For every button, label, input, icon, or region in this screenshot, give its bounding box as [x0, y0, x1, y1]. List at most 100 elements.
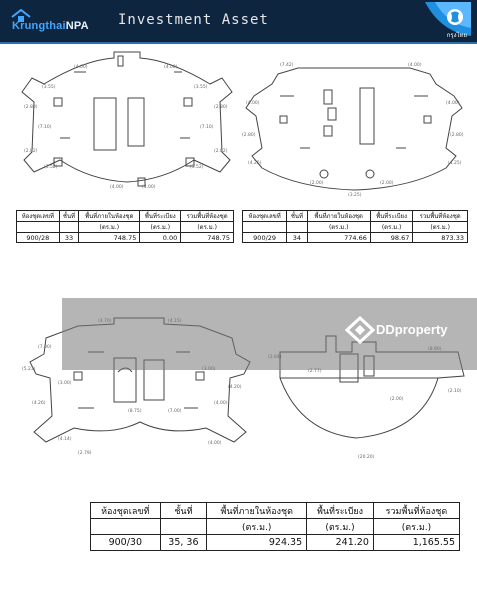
floor-value: 34 — [286, 232, 308, 243]
svg-text:(8.75): (8.75) — [128, 408, 142, 414]
svg-text:(20.20): (20.20) — [358, 454, 375, 460]
table-units-row: (ตร.ม.) (ตร.ม.) (ตร.ม.) — [90, 518, 461, 535]
svg-text:(4.25): (4.25) — [448, 160, 462, 166]
unit-sqm: (ตร.ม.) — [180, 221, 234, 233]
bank-name-label: กรุงไทย — [446, 32, 467, 39]
header-unit-no: ห้องชุดเลขที่ — [90, 502, 161, 519]
unit-blank — [58, 221, 80, 233]
svg-text:(7.10): (7.10) — [200, 124, 214, 130]
svg-text:(5.23): (5.23) — [22, 366, 36, 372]
krungthai-npa-logo: KrungthaiNPA — [8, 8, 96, 36]
total-area-value: 873.33 — [412, 232, 468, 243]
unit-no-value: 900/29 — [241, 232, 288, 243]
svg-text:(4.00): (4.00) — [110, 184, 124, 190]
svg-text:(3.00): (3.00) — [58, 380, 72, 386]
table-units-row: (ตร.ม.) (ตร.ม.) (ตร.ม.) — [241, 221, 468, 233]
krungthai-bank-logo-icon — [425, 2, 471, 36]
brand-part2: NPA — [65, 20, 89, 32]
unit-no-value: 900/30 — [90, 534, 161, 551]
svg-text:(7.10): (7.10) — [38, 124, 52, 130]
svg-text:(2.10): (2.10) — [448, 388, 462, 394]
table-header-row: ห้องชุดเลขที่ ชั้นที่ พื้นที่ภายในห้องชุ… — [90, 502, 461, 519]
watermark-text: DDproperty — [376, 322, 448, 337]
page-title: Investment Asset — [118, 12, 269, 28]
unit-sqm: (ตร.ม.) — [306, 221, 371, 233]
unit-sqm: (ตร.ม.) — [306, 518, 374, 535]
floor-value: 35, 36 — [159, 534, 208, 551]
unit-blank — [286, 221, 308, 233]
svg-text:(2.80): (2.80) — [450, 132, 464, 138]
svg-text:(2.80): (2.80) — [214, 104, 228, 110]
svg-text:(2.80): (2.80) — [24, 104, 38, 110]
svg-text:(2.00): (2.00) — [380, 180, 394, 186]
svg-text:(2.00): (2.00) — [390, 396, 404, 402]
house-icon — [11, 9, 31, 22]
svg-text:(7.00): (7.00) — [38, 344, 52, 350]
table-row: 900/28 33 748.75 0.00 748.75 — [16, 232, 234, 243]
balcony-area-value: 0.00 — [139, 232, 182, 243]
svg-text:(3.55): (3.55) — [194, 84, 208, 90]
header-floor: ชั้นที่ — [159, 502, 208, 519]
header-floor: ชั้นที่ — [58, 210, 80, 222]
svg-text:(4.14): (4.14) — [58, 436, 72, 442]
header-interior-area: พื้นที่ภายในห้องชุด — [78, 210, 141, 222]
header-balcony-area: พื้นที่ระเบียง — [369, 210, 414, 222]
header-unit-no: ห้องชุดเลขที่ — [241, 210, 288, 222]
unit-area-table-900-29: ห้องชุดเลขที่ ชั้นที่ พื้นที่ภายในห้องชุ… — [241, 210, 468, 243]
balcony-area-value: 98.67 — [369, 232, 414, 243]
unit-sqm: (ตร.ม.) — [139, 221, 182, 233]
floor-plan-900-28: (4.00)(4.00) (3.55)(3.55) (2.80)(2.80) (… — [14, 48, 236, 198]
header-total-area: รวมพื้นที่ห้องชุด — [180, 210, 234, 222]
svg-text:(2.82): (2.82) — [24, 148, 38, 154]
svg-text:(4.00): (4.00) — [142, 184, 156, 190]
svg-text:(7.00): (7.00) — [168, 408, 182, 414]
header-floor: ชั้นที่ — [286, 210, 308, 222]
svg-text:(2.79): (2.79) — [78, 450, 92, 456]
svg-text:(4.20): (4.20) — [228, 384, 242, 390]
header-balcony-area: พื้นที่ระเบียง — [139, 210, 182, 222]
svg-text:(3.52): (3.52) — [190, 164, 204, 170]
unit-sqm: (ตร.ม.) — [412, 221, 468, 233]
table-units-row: (ตร.ม.) (ตร.ม.) (ตร.ม.) — [16, 221, 234, 233]
svg-text:(2.00): (2.00) — [310, 180, 324, 186]
unit-sqm: (ตร.ม.) — [78, 221, 141, 233]
table-header-row: ห้องชุดเลขที่ ชั้นที่ พื้นที่ภายในห้องชุ… — [16, 210, 234, 222]
unit-sqm: (ตร.ม.) — [369, 221, 414, 233]
total-area-value: 748.75 — [180, 232, 234, 243]
svg-text:(4.26): (4.26) — [32, 400, 46, 406]
table-row: 900/30 35, 36 924.35 241.20 1,165.55 — [90, 534, 461, 551]
unit-no-value: 900/28 — [16, 232, 60, 243]
svg-text:(4.00): (4.00) — [208, 440, 222, 446]
unit-blank — [16, 221, 60, 233]
header-interior-area: พื้นที่ภายในห้องชุด — [206, 502, 308, 519]
total-area-value: 1,165.55 — [372, 534, 461, 551]
header-bar: KrungthaiNPA Investment Asset กรุงไทย — [0, 0, 477, 44]
svg-text:(2.80): (2.80) — [242, 132, 256, 138]
watermark-band — [62, 298, 477, 370]
svg-text:(3.25): (3.25) — [348, 192, 362, 198]
svg-text:(7.42): (7.42) — [280, 62, 294, 68]
svg-text:(4.00): (4.00) — [74, 64, 88, 70]
header-interior-area: พื้นที่ภายในห้องชุด — [306, 210, 371, 222]
header-balcony-area: พื้นที่ระเบียง — [306, 502, 374, 519]
ddproperty-logo-icon — [345, 316, 375, 344]
header-unit-no: ห้องชุดเลขที่ — [16, 210, 60, 222]
unit-area-table-900-28: ห้องชุดเลขที่ ชั้นที่ พื้นที่ภายในห้องชุ… — [16, 210, 234, 243]
unit-blank — [90, 518, 161, 535]
svg-text:(4.25): (4.25) — [248, 160, 262, 166]
svg-text:(2.82): (2.82) — [214, 148, 228, 154]
floor-value: 33 — [58, 232, 80, 243]
unit-sqm: (ตร.ม.) — [372, 518, 461, 535]
balcony-area-value: 241.20 — [306, 534, 374, 551]
table-header-row: ห้องชุดเลขที่ ชั้นที่ พื้นที่ภายในห้องชุ… — [241, 210, 468, 222]
header-total-area: รวมพื้นที่ห้องชุด — [372, 502, 461, 519]
svg-text:(4.00): (4.00) — [446, 100, 460, 106]
brand-part1: Krungthai — [12, 20, 66, 32]
header-total-area: รวมพื้นที่ห้องชุด — [412, 210, 468, 222]
svg-text:(4.00): (4.00) — [246, 100, 260, 106]
svg-text:(3.52): (3.52) — [44, 164, 58, 170]
svg-text:(2.77): (2.77) — [308, 368, 322, 374]
interior-area-value: 924.35 — [206, 534, 308, 551]
svg-text:(4.00): (4.00) — [164, 64, 178, 70]
svg-text:(4.00): (4.00) — [408, 62, 422, 68]
